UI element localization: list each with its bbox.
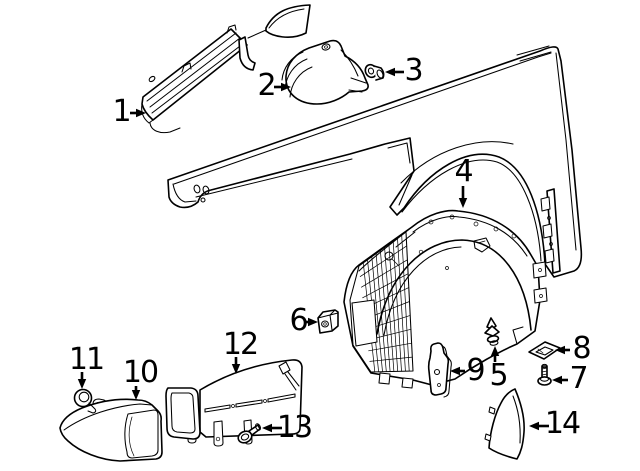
part-6-square-nut: [317, 309, 339, 334]
callout-13-label[interactable]: 13: [276, 410, 313, 445]
callout-1-label[interactable]: 1: [112, 94, 131, 129]
part-9-liner-bracket: [427, 342, 452, 398]
callout-5-label[interactable]: 5: [489, 358, 508, 393]
callout-1-arrow: [130, 108, 146, 118]
fender-panel: [167, 45, 583, 278]
callout-2-label[interactable]: 2: [257, 68, 276, 103]
part-11-grommet: [73, 388, 97, 414]
callout-9-arrow: [450, 366, 465, 376]
callout-8-label[interactable]: 8: [572, 331, 591, 366]
callout-6-arrow: [306, 317, 318, 327]
part-8-u-nut-clip: [528, 341, 561, 360]
callout-14-label[interactable]: 14: [544, 406, 581, 441]
callout-12-label[interactable]: 12: [222, 327, 259, 362]
callout-12-arrow: [231, 357, 241, 374]
callout-10-label[interactable]: 10: [122, 355, 159, 390]
callout-9-label[interactable]: 9: [466, 353, 485, 388]
callout-4-label[interactable]: 4: [454, 154, 473, 189]
callout-4-arrow: [458, 186, 468, 208]
callout-13-arrow: [262, 423, 282, 433]
part-3-retainer-clip: [364, 63, 385, 81]
callout-2-arrow: [274, 82, 291, 92]
part-5-push-pin-retainer: [484, 317, 500, 346]
callout-14-arrow: [529, 421, 549, 431]
callout-3-arrow: [385, 67, 404, 77]
part-7-screw: [537, 363, 552, 386]
part-1-fender-rail-molding: [141, 4, 311, 134]
callout-3-label[interactable]: 3: [404, 53, 423, 88]
part-13-push-clip: [237, 423, 261, 444]
part-12-liner-extension: [165, 359, 303, 447]
callout-10-arrow: [131, 386, 141, 400]
callout-6-label[interactable]: 6: [289, 303, 308, 338]
callout-11-label[interactable]: 11: [68, 342, 105, 377]
callout-7-arrow: [552, 375, 568, 385]
callout-8-arrow: [555, 345, 570, 355]
callout-5-arrow: [490, 346, 500, 362]
part-2-rail-bracket: [281, 39, 369, 105]
part-10-air-deflector: [59, 398, 163, 462]
part-14-splash-shield: [484, 388, 525, 460]
callout-arrows: [77, 67, 570, 433]
callout-11-arrow: [77, 372, 87, 389]
callout-7-label[interactable]: 7: [569, 361, 588, 396]
